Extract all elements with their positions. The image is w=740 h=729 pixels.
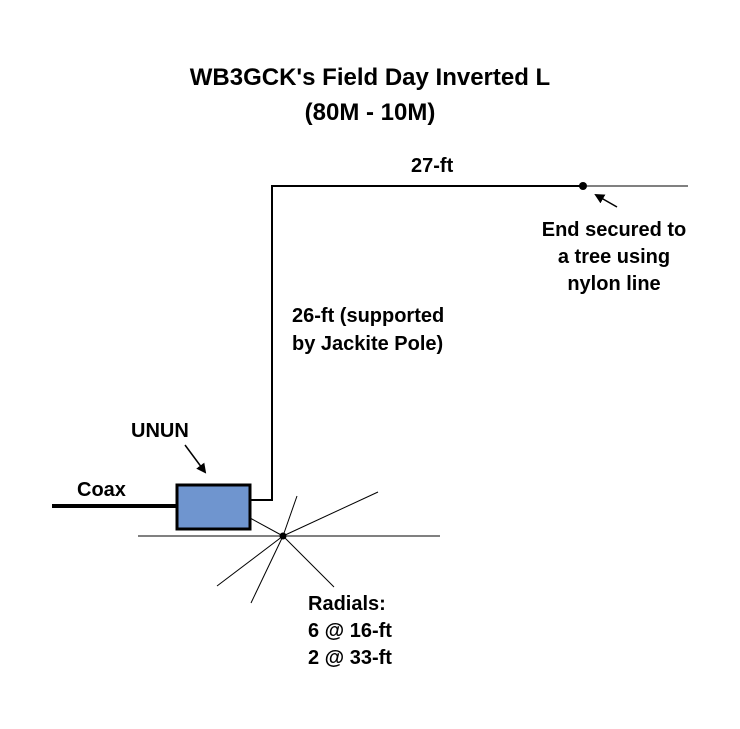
- unun-label: UNUN: [131, 420, 189, 442]
- radials-label-line-2: 6 @ 16-ft: [308, 620, 392, 642]
- radials: [138, 491, 440, 604]
- horizontal-length-label: 27-ft: [411, 155, 454, 177]
- coax-label: Coax: [77, 479, 126, 501]
- radials-label-line-1: Radials:: [308, 593, 386, 615]
- unun-arrow: [184, 444, 207, 474]
- wire-end-point: [579, 182, 587, 190]
- radial: [282, 491, 379, 537]
- vertical-length-label-line-2: by Jackite Pole): [292, 333, 443, 355]
- radial: [250, 535, 284, 604]
- radial: [282, 535, 335, 588]
- radials-label-line-3: 2 @ 33-ft: [308, 647, 392, 669]
- end-secured-label-line-3: nylon line: [567, 273, 660, 295]
- unun-box: [175, 483, 252, 531]
- title-line-2: (80M - 10M): [305, 99, 436, 126]
- radial-hub: [279, 532, 287, 540]
- vertical-length-label-line-1: 26-ft (supported: [292, 305, 444, 327]
- radial: [216, 535, 284, 587]
- title-line-1: WB3GCK's Field Day Inverted L: [190, 64, 550, 91]
- radial: [249, 517, 284, 537]
- end-secured-label-line-2: a tree using: [558, 246, 670, 268]
- radial: [282, 495, 298, 537]
- end-secured-label-line-1: End secured to: [542, 219, 686, 241]
- end-secured-arrow: [594, 194, 618, 208]
